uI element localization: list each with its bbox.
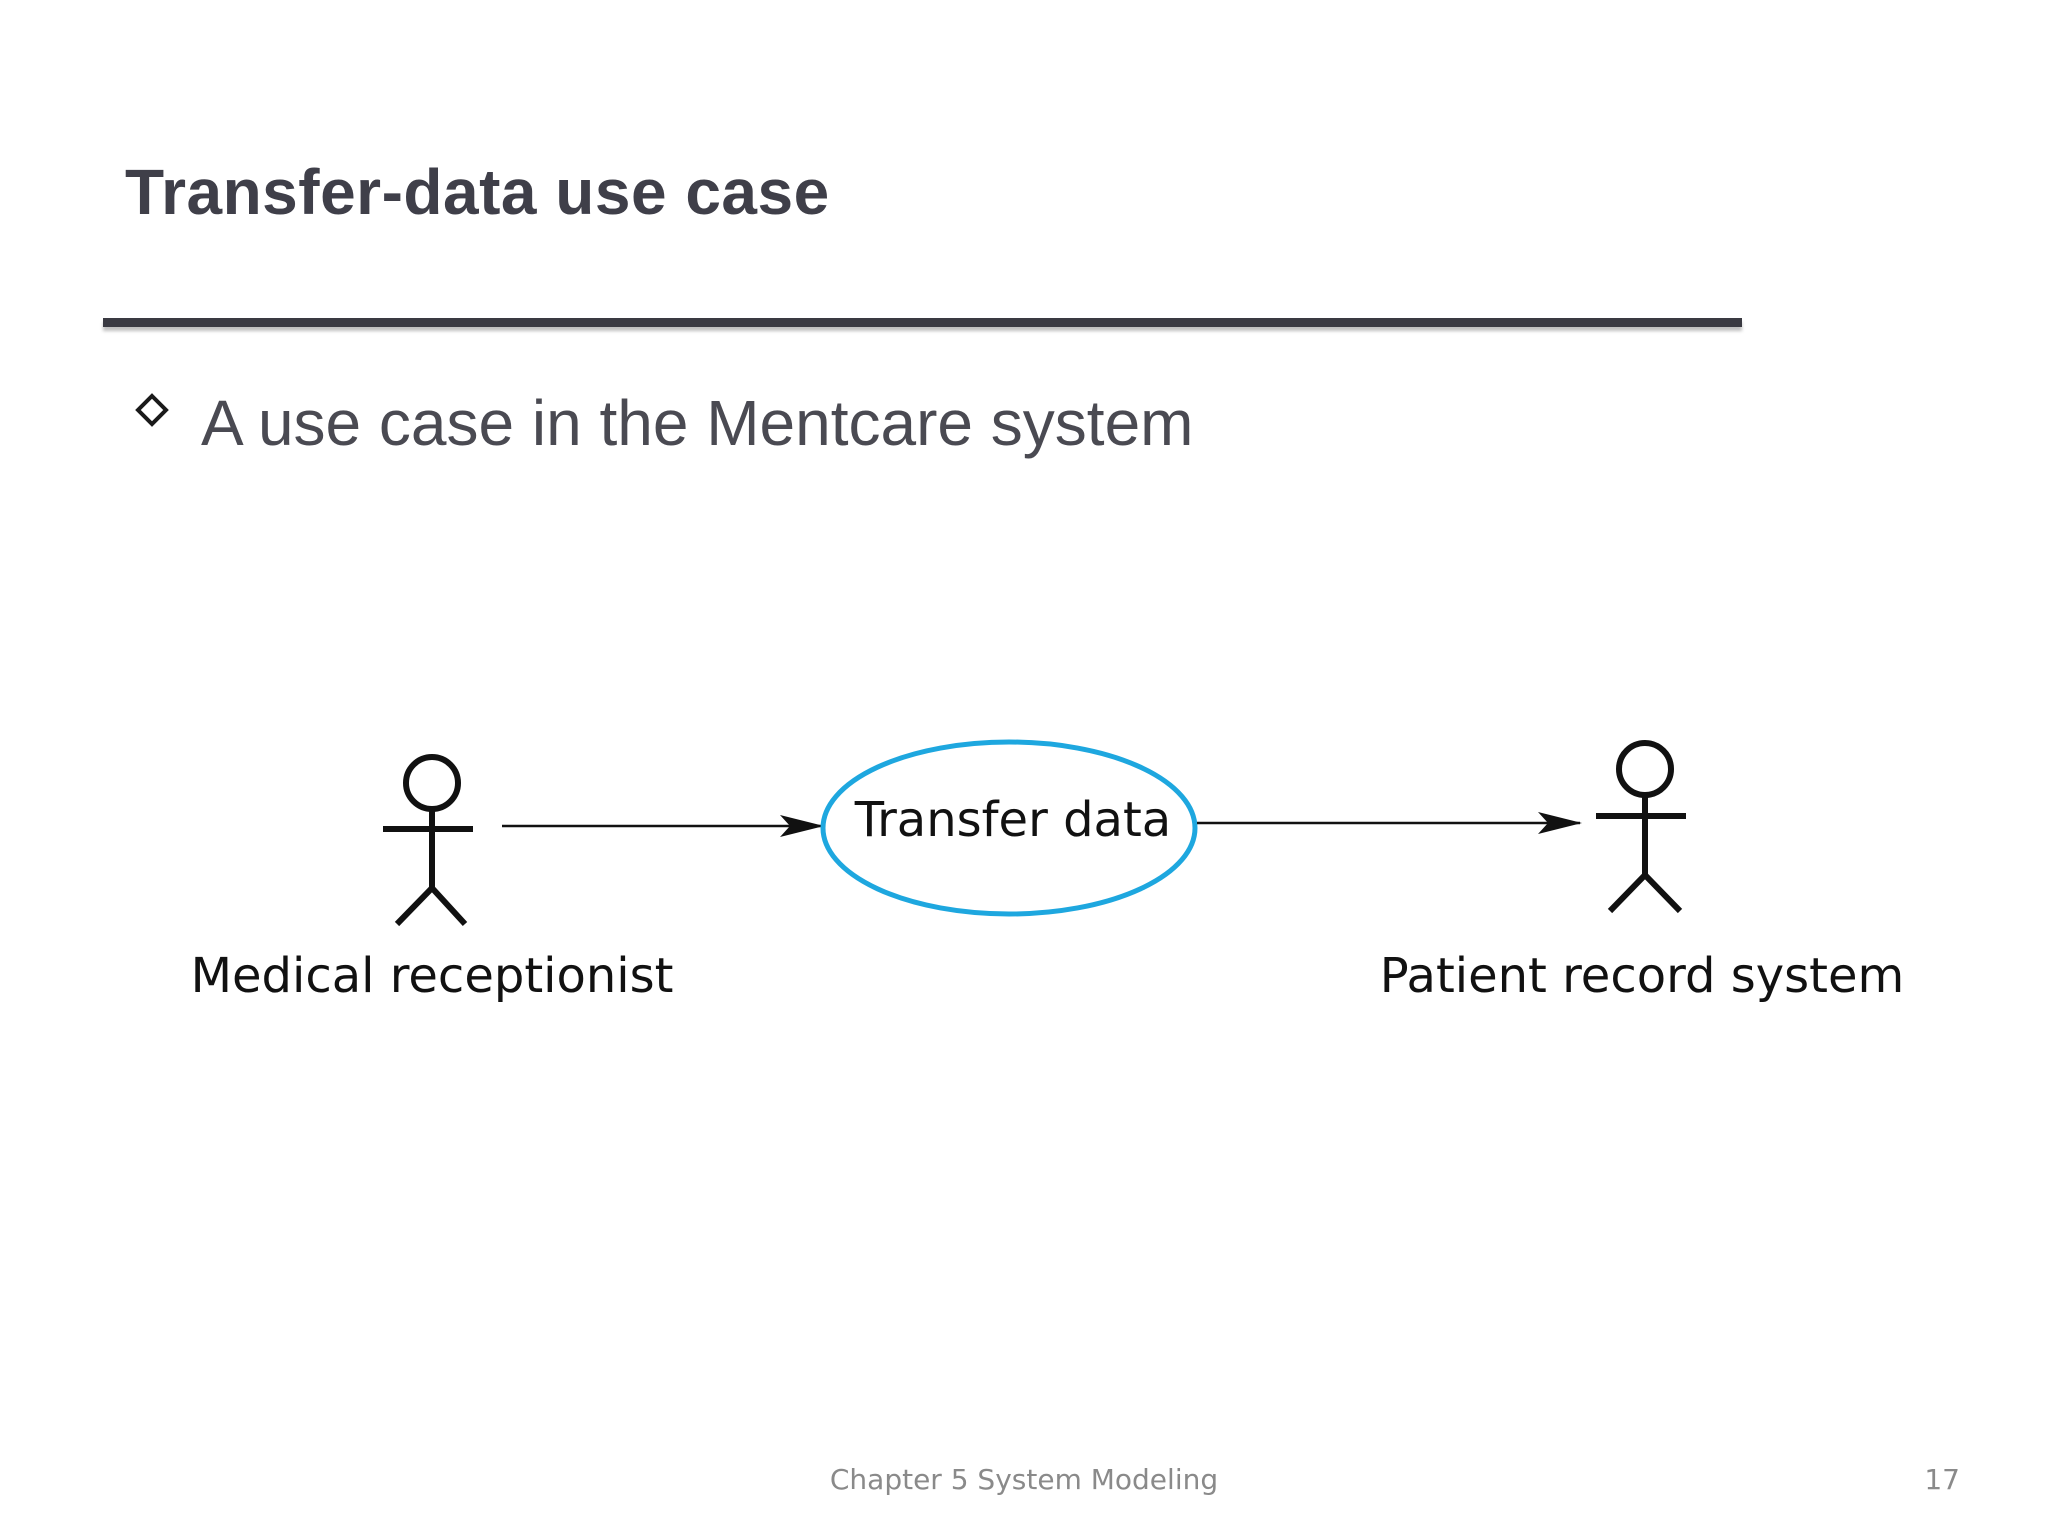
stick-figure-icon (383, 754, 473, 927)
bullet-item: A use case in the Mentcare system (135, 386, 1193, 460)
actor-label: Patient record system (1380, 948, 1905, 1004)
slide-title: Transfer-data use case (125, 156, 830, 228)
stick-figure-icon (1596, 740, 1686, 914)
actor-label: Medical receptionist (191, 948, 674, 1004)
use-case-transfer-data: Transfer data (820, 739, 1198, 917)
use-case-ellipse (820, 739, 1198, 917)
title-divider (103, 318, 1742, 327)
actor-patient-record-system: Patient record system (1380, 740, 1905, 1004)
footer-page-number: 17 (1924, 1463, 1960, 1496)
actor-medical-receptionist: Medical receptionist (191, 754, 674, 1004)
use-case-label: Transfer data (854, 792, 1171, 848)
bullet-text: A use case in the Mentcare system (201, 387, 1194, 459)
footer-chapter: Chapter 5 System Modeling (829, 1463, 1219, 1496)
diamond-bullet-icon (135, 393, 169, 427)
